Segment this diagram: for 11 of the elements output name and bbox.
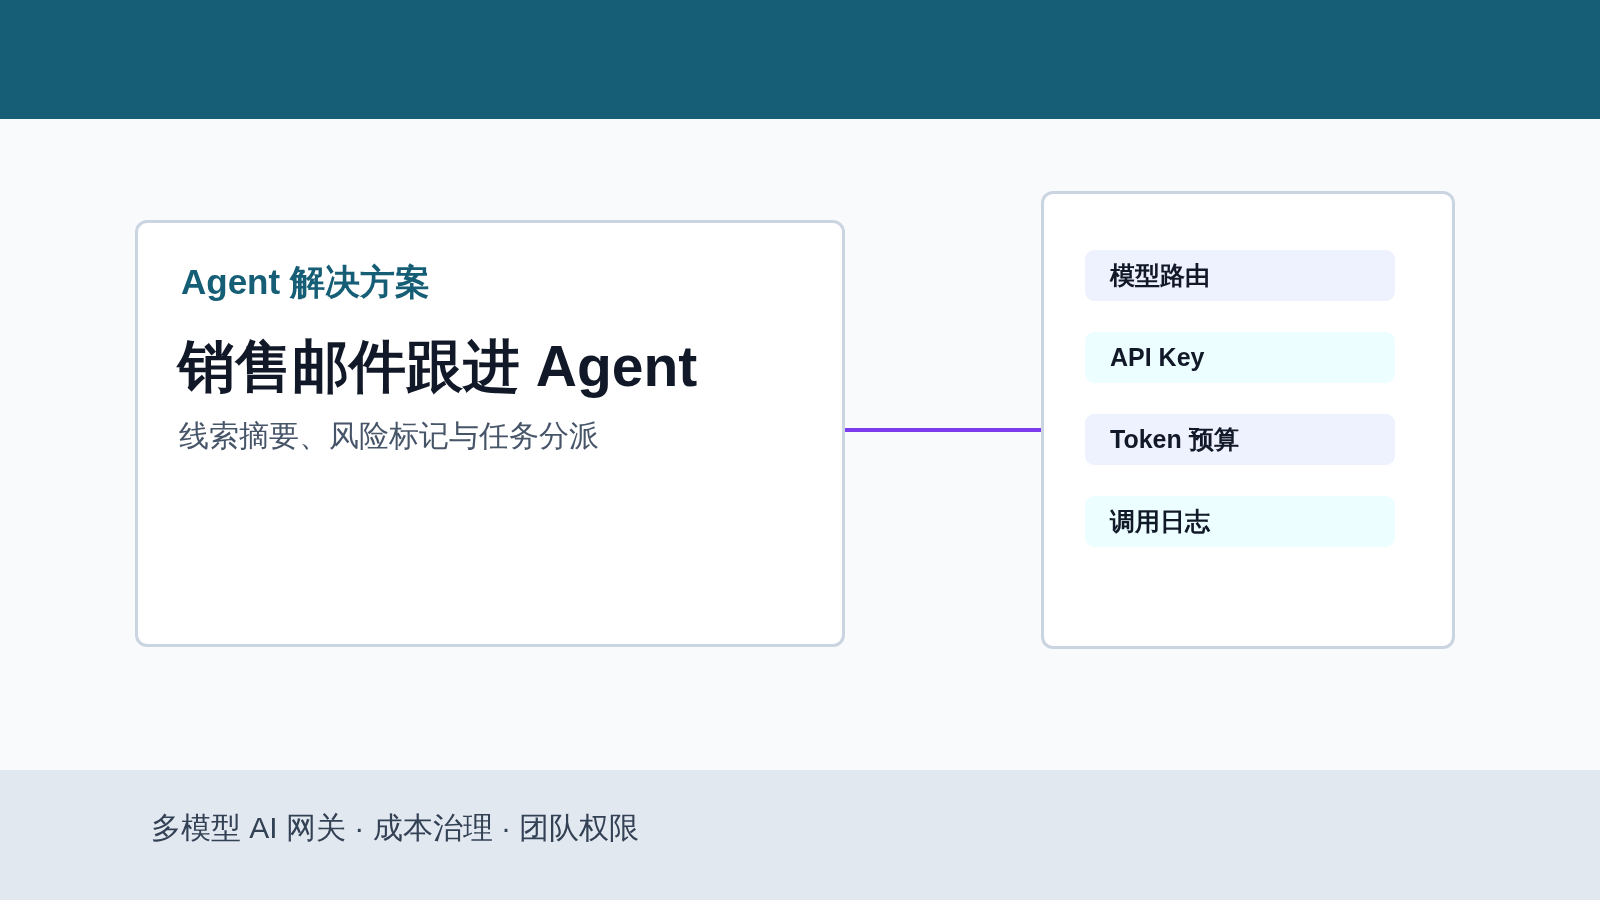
- panel: [1041, 191, 1455, 649]
- connector-line: [845, 428, 1041, 432]
- title: 销售邮件跟进 Agent: [178, 333, 698, 400]
- feature-item: 模型路由: [1085, 250, 1395, 301]
- card: [135, 220, 845, 647]
- subtitle: 线索摘要、风险标记与任务分派: [179, 418, 599, 454]
- feature-item: API Key: [1085, 332, 1395, 383]
- heading: Agent 解决方案: [181, 261, 430, 303]
- feature-item: Token 预算: [1085, 414, 1395, 465]
- feature-item: 调用日志: [1085, 496, 1395, 547]
- footer-text: 多模型 AI 网关 · 成本治理 · 团队权限: [151, 810, 640, 846]
